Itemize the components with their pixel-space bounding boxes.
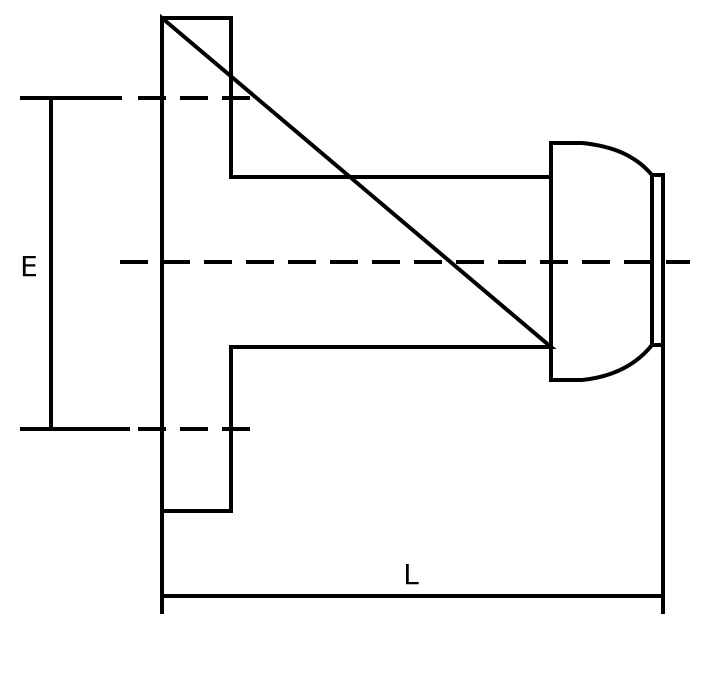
end-plate (650, 173, 665, 347)
flange-body-outline (160, 13, 557, 513)
e-dimension-label: E (20, 250, 38, 283)
e-label-background (18, 250, 42, 286)
l-dimension-label: L (403, 558, 419, 591)
